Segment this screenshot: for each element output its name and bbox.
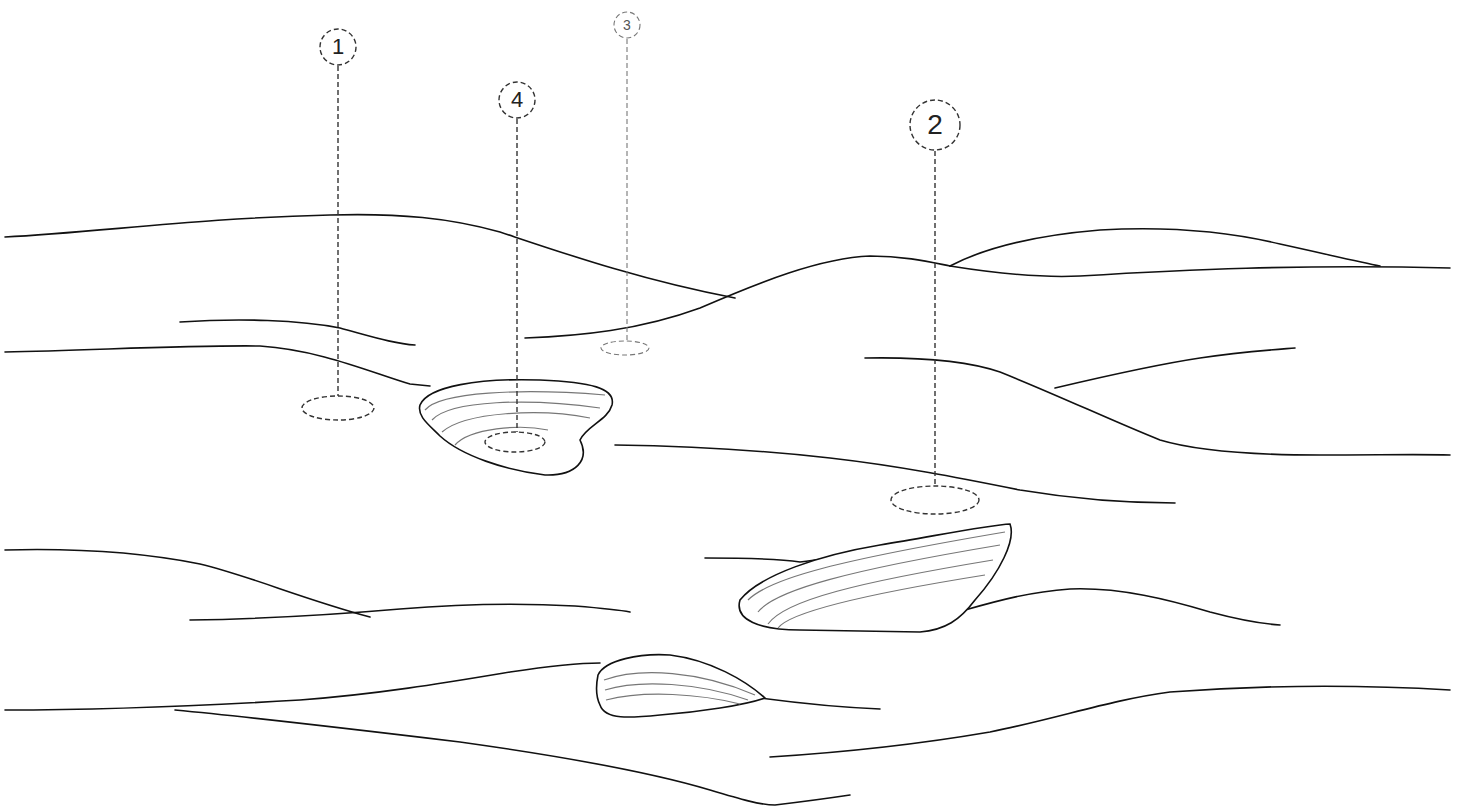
stone — [596, 655, 765, 717]
stone-contours — [425, 392, 605, 445]
callout-number: 2 — [927, 111, 943, 139]
callout-circle — [910, 100, 960, 150]
callout-number: 1 — [332, 36, 344, 58]
far-hill-line — [5, 215, 735, 298]
callout-number: 4 — [511, 89, 523, 111]
leader-line — [626, 39, 627, 341]
terrain-lines — [5, 215, 1450, 805]
callout-circle — [499, 82, 535, 118]
contour-line — [606, 694, 740, 704]
contour-line — [455, 427, 548, 445]
contour-line — [442, 413, 590, 432]
contour-line — [748, 532, 1005, 600]
stone-contours — [748, 532, 1005, 628]
hill-line — [1055, 348, 1295, 388]
callout-number: 3 — [623, 18, 631, 32]
hill-line — [865, 358, 1450, 455]
contour-line — [605, 684, 748, 700]
hill-line — [525, 256, 950, 338]
stone — [739, 524, 1011, 632]
stone-outline — [739, 524, 1011, 632]
stone-outline — [596, 655, 765, 717]
ridge-line — [175, 710, 850, 805]
callout-circle — [320, 29, 356, 65]
ridge-line — [180, 320, 415, 345]
far-hill-line — [950, 229, 1380, 266]
ground-marker — [891, 486, 979, 514]
callout-markers — [302, 12, 979, 514]
contour-line — [425, 392, 605, 410]
ground-marker — [601, 341, 649, 355]
far-hill-line — [950, 266, 1450, 277]
ridge-line — [770, 686, 1450, 757]
contour-line — [432, 402, 600, 420]
ground-marker — [485, 432, 545, 452]
ridge-line — [965, 589, 1280, 625]
ridge-line — [190, 604, 630, 620]
stone-contours — [604, 673, 755, 704]
leader-line — [516, 119, 517, 432]
leader-line — [934, 151, 935, 486]
stone-outline — [420, 380, 613, 475]
ground-marker — [302, 396, 374, 420]
ridge-line — [760, 698, 880, 709]
ridge-line — [5, 663, 600, 710]
leader-line — [337, 66, 338, 396]
callout-circle — [614, 12, 640, 38]
ridge-line — [5, 550, 370, 617]
contour-line — [604, 673, 755, 695]
stone — [420, 380, 613, 475]
ridge-line — [5, 346, 430, 386]
contour-line — [778, 575, 985, 628]
